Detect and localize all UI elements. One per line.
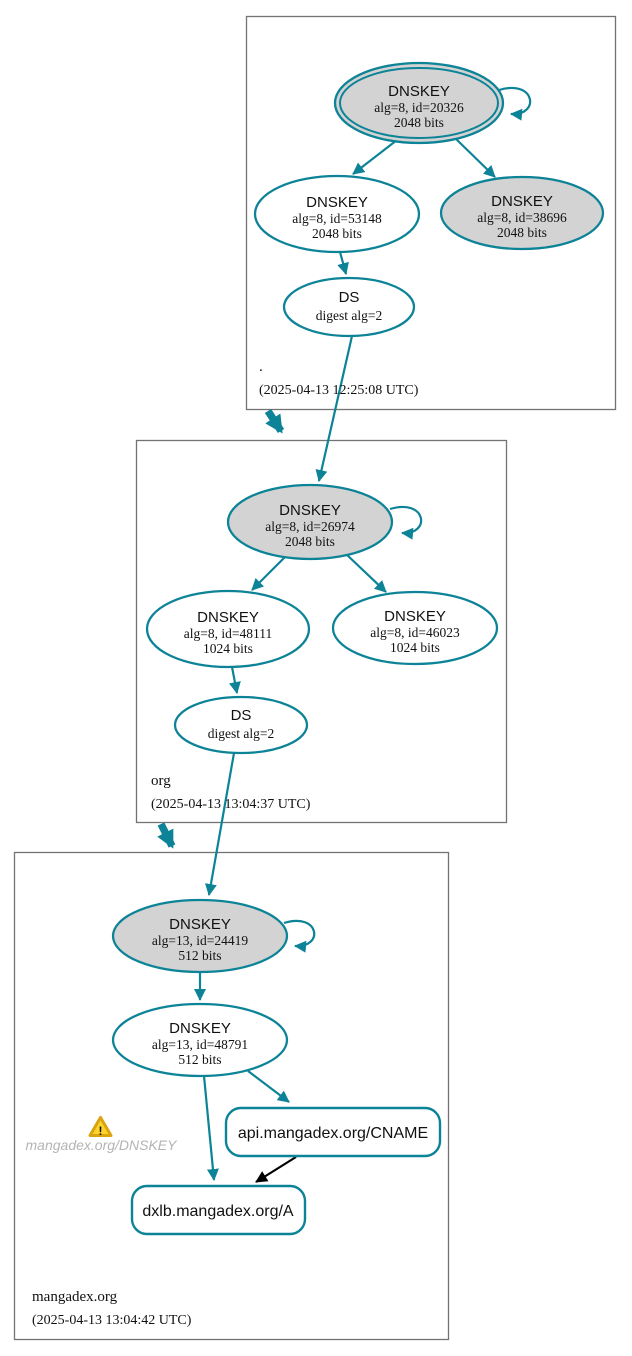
org-ksk-bits: 2048 bits — [285, 534, 335, 549]
org-ksk-title: DNSKEY — [279, 502, 341, 519]
zone-root: DNSKEY alg=8, id=20326 2048 bits DNSKEY … — [253, 61, 605, 398]
root-zsk-node — [253, 174, 421, 254]
rrset-api-mangadex-cname-label: api.mangadex.org/CNAME — [238, 1125, 428, 1142]
org-ds-title: DS — [231, 707, 252, 724]
root-ksk-node — [333, 61, 505, 145]
org-zsk-detail: alg=8, id=48111 — [184, 626, 272, 641]
edge-mangadex-ksk-self-loop — [283, 920, 316, 953]
edge-org-ksk-self-loop — [389, 506, 423, 540]
mangadex-ksk-bits: 512 bits — [178, 948, 221, 963]
edge-root-ksk-to-zsk — [352, 139, 398, 175]
root-ksk2-node — [439, 175, 605, 251]
root-ksk-title: DNSKEY — [388, 83, 450, 100]
edge-cname-to-a-alias — [255, 1156, 297, 1183]
warning-exclamation: ! — [99, 1124, 103, 1138]
edge-root-ksk-to-ksk2 — [454, 137, 496, 178]
mangadex-dnskey-warning-label: mangadex.org/DNSKEY — [26, 1137, 179, 1153]
org-zsk2-title: DNSKEY — [384, 608, 446, 625]
root-ksk-detail: alg=8, id=20326 — [374, 100, 464, 115]
mangadex-ksk-node — [111, 898, 289, 974]
edge-org-zone-to-mangadex-zone — [157, 822, 176, 849]
root-ksk2-title: DNSKEY — [491, 193, 553, 210]
rrset-dxlb-mangadex-a-label: dxlb.mangadex.org/A — [142, 1203, 294, 1220]
mangadex-zone-name: mangadex.org — [32, 1289, 118, 1305]
warning-triangle-icon: ! — [88, 1116, 113, 1138]
rrset-dxlb-mangadex-a — [130, 1184, 307, 1236]
mangadex-zsk-detail: alg=13, id=48791 — [152, 1037, 248, 1052]
edge-org-ksk-to-zsk — [251, 555, 287, 591]
mangadex-zsk-bits: 512 bits — [178, 1052, 221, 1067]
org-ds-node — [173, 695, 309, 755]
org-zsk2-detail: alg=8, id=46023 — [370, 625, 460, 640]
root-zsk-detail: alg=8, id=53148 — [292, 211, 382, 226]
edge-mangadex-zsk-to-cname-rrset — [247, 1070, 290, 1103]
org-ksk-node — [226, 483, 394, 561]
org-zone-timestamp: (2025-04-13 13:04:37 UTC) — [151, 797, 311, 812]
edge-root-zone-to-org-zone — [264, 408, 285, 434]
mangadex-ksk-detail: alg=13, id=24419 — [152, 933, 248, 948]
root-zone-name: . — [259, 359, 263, 375]
root-ds-detail: digest alg=2 — [316, 308, 382, 323]
root-ksk-node-inner-ring — [339, 67, 499, 139]
zone-box-org — [135, 439, 508, 824]
org-zsk2-node — [331, 590, 499, 666]
org-zsk-bits: 1024 bits — [203, 641, 253, 656]
root-zsk-title: DNSKEY — [306, 194, 368, 211]
mangadex-zsk-title: DNSKEY — [169, 1020, 231, 1037]
org-ksk-detail: alg=8, id=26974 — [265, 519, 355, 534]
org-zsk-node — [145, 589, 311, 669]
zone-box-root — [245, 15, 617, 411]
warning-triangle-shape — [88, 1116, 113, 1137]
rrset-api-mangadex-cname — [224, 1106, 442, 1158]
edge-root-zsk-to-ds — [337, 251, 349, 275]
zone-box-mangadex-org — [13, 851, 450, 1341]
org-zone-name: org — [151, 773, 171, 789]
mangadex-zone-timestamp: (2025-04-13 13:04:42 UTC) — [32, 1313, 192, 1328]
edge-root-ds-to-org-ksk — [315, 335, 354, 482]
org-ds-detail: digest alg=2 — [208, 726, 274, 741]
root-zone-timestamp: (2025-04-13 12:25:08 UTC) — [259, 383, 419, 398]
edge-org-ds-to-mangadex-ksk — [204, 752, 236, 896]
edge-org-zsk-to-ds — [229, 666, 241, 694]
zone-mangadex-org: DNSKEY alg=13, id=24419 512 bits DNSKEY … — [26, 898, 442, 1328]
root-ksk2-bits: 2048 bits — [497, 225, 547, 240]
org-zsk2-bits: 1024 bits — [390, 640, 440, 655]
edge-root-ksk-self-loop — [498, 87, 532, 121]
mangadex-zsk-node — [111, 1002, 289, 1078]
mangadex-ksk-title: DNSKEY — [169, 916, 231, 933]
edge-mangadex-zsk-to-a-rrset — [202, 1075, 219, 1181]
org-zsk-title: DNSKEY — [197, 609, 259, 626]
root-ds-title: DS — [339, 289, 360, 306]
zone-org: DNSKEY alg=8, id=26974 2048 bits DNSKEY … — [145, 483, 499, 812]
root-ds-node — [282, 276, 416, 338]
root-ksk2-detail: alg=8, id=38696 — [477, 210, 567, 225]
edge-org-ksk-to-zsk2 — [345, 553, 387, 593]
root-zsk-bits: 2048 bits — [312, 226, 362, 241]
root-ksk-bits: 2048 bits — [394, 115, 444, 130]
